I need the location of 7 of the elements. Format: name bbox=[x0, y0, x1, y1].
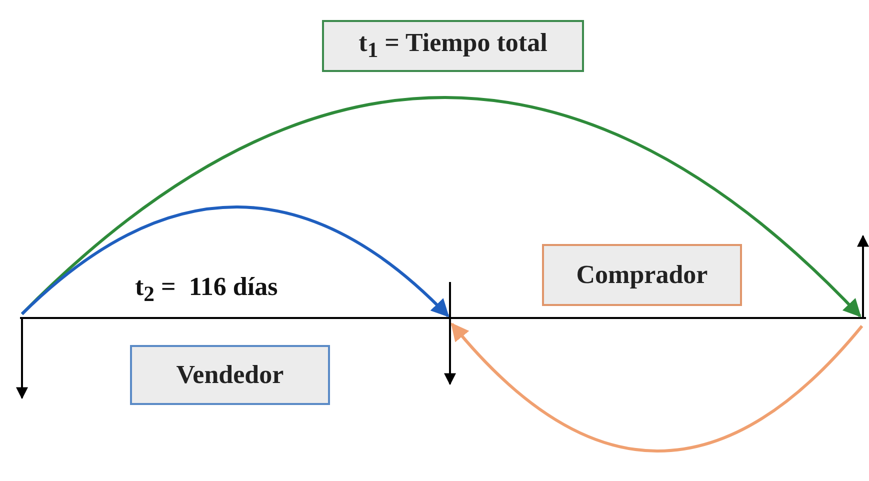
label-box bbox=[130, 345, 330, 405]
label-box bbox=[322, 20, 584, 72]
box-label: t$_{1}$ = Tiempo total bbox=[358, 28, 548, 64]
time-label: t$_{2}$ = 116 días bbox=[135, 272, 278, 308]
box-label: Comprador bbox=[576, 260, 708, 290]
box-label: Vendedor bbox=[176, 360, 284, 390]
label-box bbox=[542, 244, 742, 306]
